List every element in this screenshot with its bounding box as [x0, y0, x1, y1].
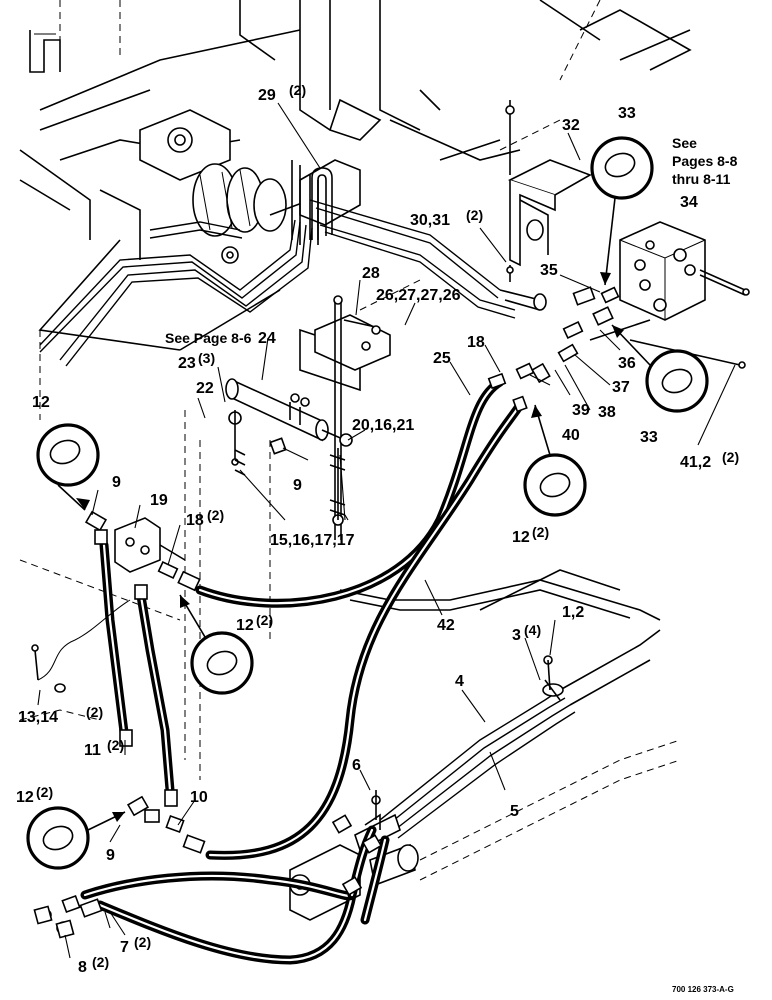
see-pages-note-line2: Pages 8-8 — [672, 153, 738, 169]
see-pages-note-line3: thru 8-11 — [672, 171, 731, 187]
callout-12-lower-qty: (2) — [36, 784, 53, 800]
valve-block-34 — [619, 221, 750, 321]
callout-12-lower: 12 — [16, 789, 34, 806]
callout-12-right-qty: (2) — [532, 524, 549, 540]
callout-23: 23 — [178, 355, 196, 372]
callout-26-27: 26,27,27,26 — [376, 287, 461, 304]
callout-38: 38 — [598, 404, 616, 421]
callout-18-left: 18 — [186, 512, 204, 529]
callout-4: 4 — [455, 673, 464, 690]
hydraulic-cylinder-24 — [225, 378, 353, 520]
callout-33-top: 33 — [618, 105, 636, 122]
callout-28: 28 — [362, 265, 380, 282]
o-ring-symbol-33a — [590, 136, 654, 286]
callout-30-31-qty: (2) — [466, 207, 483, 223]
callout-30-31: 30,31 — [410, 212, 450, 229]
callout-7-qty: (2) — [134, 934, 151, 950]
valve-19 — [114, 517, 186, 573]
callout-25: 25 — [433, 350, 451, 367]
callout-23-qty: (3) — [198, 350, 215, 366]
see-page-8-6-note: See Page 8-6 — [165, 330, 252, 346]
callout-8-qty: (2) — [92, 954, 109, 970]
callout-7: 7 — [120, 939, 129, 956]
leader-lines — [37, 102, 736, 959]
callout-36: 36 — [618, 355, 636, 372]
hoses — [80, 377, 525, 965]
callout-11-qty: (2) — [107, 737, 124, 753]
callout-8: 8 — [78, 959, 87, 976]
bracket-28 — [314, 289, 547, 540]
o-ring-symbol-33b — [611, 324, 709, 413]
callout-18-left-qty: (2) — [207, 507, 224, 523]
see-pages-note-line1: See — [672, 135, 697, 151]
callout-9-middle: 9 — [293, 477, 302, 494]
callout-20-16-21: 20,16,21 — [352, 417, 414, 434]
document-id: 700 126 373-A-G — [672, 985, 734, 994]
u-clamp-29 — [311, 167, 333, 240]
bracket-32 — [505, 100, 592, 282]
fittings — [31, 286, 746, 939]
o-ring-symbols — [26, 136, 709, 870]
callout-12-middle: 12 — [236, 617, 254, 634]
callout-13-14: 13,14 — [18, 709, 58, 726]
o-ring-symbol-12a — [36, 423, 100, 511]
o-ring-symbol-12b — [179, 594, 254, 695]
callout-13-14-qty: (2) — [86, 704, 103, 720]
callout-15-16-17: 15,16,17,17 — [270, 532, 355, 549]
upper-tube-bundle — [39, 160, 516, 367]
frame-structure — [19, 0, 692, 780]
callout-22: 22 — [196, 380, 214, 397]
callout-37: 37 — [612, 379, 630, 396]
callout-labels: 29 (2) 33 32 See Pages 8-8 thru 8-11 34 … — [16, 82, 739, 994]
callout-19: 19 — [150, 492, 168, 509]
callout-6: 6 — [352, 757, 361, 774]
callout-34: 34 — [680, 194, 698, 211]
callout-11: 11 — [84, 742, 101, 759]
callout-35: 35 — [540, 262, 558, 279]
callout-5: 5 — [510, 803, 519, 820]
callout-42: 42 — [437, 617, 455, 634]
callout-3-qty: (4) — [524, 622, 541, 638]
callout-9-lower: 9 — [106, 847, 115, 864]
callout-24: 24 — [258, 330, 276, 347]
callout-41-2: 41,2 — [680, 454, 711, 471]
callout-40: 40 — [562, 427, 580, 444]
callout-41-2-qty: (2) — [722, 449, 739, 465]
callout-29: 29 — [258, 87, 276, 104]
callout-12-left: 12 — [32, 394, 50, 411]
callout-12-right: 12 — [512, 529, 530, 546]
callout-39: 39 — [572, 402, 590, 419]
callout-32: 32 — [562, 117, 580, 134]
callout-1-2: 1,2 — [562, 604, 584, 621]
callout-33-right: 33 — [640, 429, 658, 446]
o-ring-symbol-12d — [26, 806, 126, 870]
lower-tube-bundle — [339, 569, 681, 881]
o-ring-symbol-12c — [523, 404, 587, 517]
callout-12-middle-qty: (2) — [256, 612, 273, 628]
callout-29-qty: (2) — [289, 82, 306, 98]
callout-9-upper-left: 9 — [112, 474, 121, 491]
callout-3: 3 — [512, 627, 521, 644]
callout-10: 10 — [190, 789, 208, 806]
gearbox-assembly — [139, 109, 361, 264]
callout-18-top: 18 — [467, 334, 485, 351]
